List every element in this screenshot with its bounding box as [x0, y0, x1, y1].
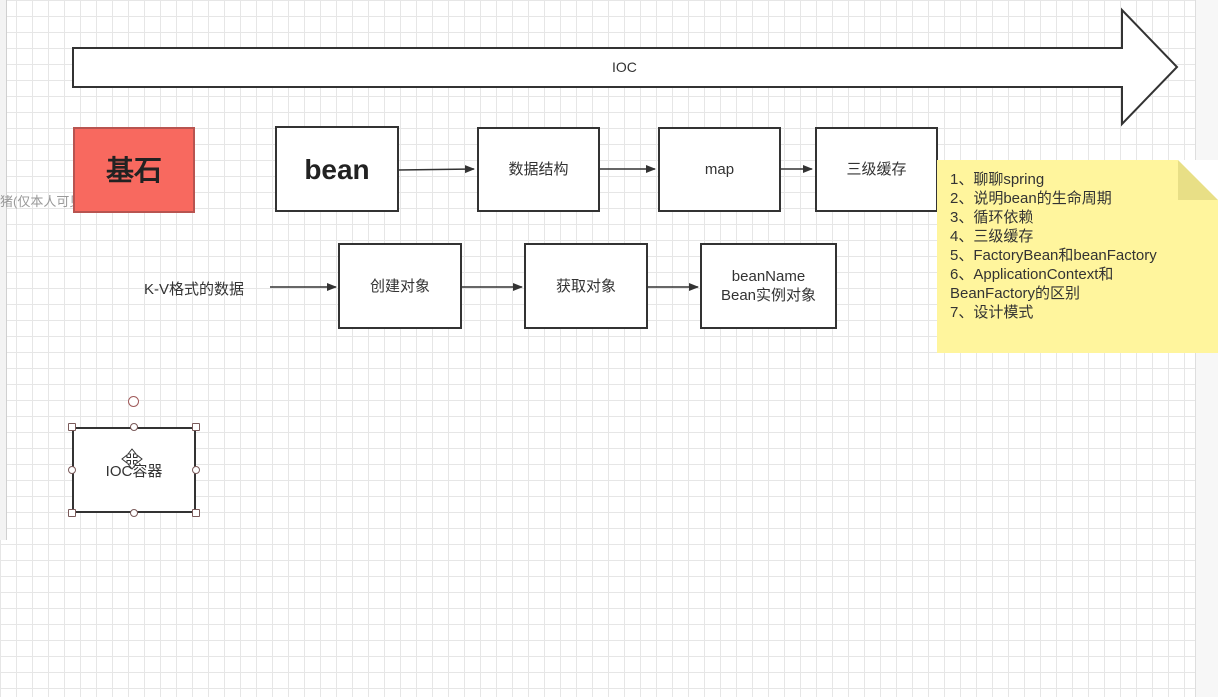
resize-handle-bottom[interactable] — [130, 509, 138, 517]
sticky-note[interactable]: 1、聊聊spring 2、说明bean的生命周期 3、循环依赖 4、三级缓存 5… — [937, 160, 1218, 353]
bean-node[interactable]: bean — [275, 126, 399, 212]
bean-instance-label: Bean实例对象 — [720, 287, 817, 304]
data-structure-node-label: 数据结构 — [508, 161, 569, 178]
foundation-node[interactable]: 基石 — [73, 127, 195, 213]
note-line: 2、说明bean的生命周期 — [950, 190, 1112, 207]
ioc-arrow-label: IOC — [612, 59, 637, 75]
get-object-node-label: 获取对象 — [555, 277, 616, 295]
data-structure-node[interactable]: 数据结构 — [477, 127, 600, 212]
create-object-node[interactable]: 创建对象 — [338, 243, 462, 329]
ioc-big-arrow[interactable] — [72, 7, 1179, 127]
ioc-container-label: IOC容器 — [105, 462, 163, 480]
map-node-label: map — [704, 161, 735, 178]
foundation-node-label: 基石 — [105, 154, 162, 186]
resize-handle-bottom-right[interactable] — [192, 509, 200, 517]
note-line: 6、ApplicationContext和 — [950, 266, 1114, 283]
note-line: BeanFactory的区别 — [950, 285, 1081, 302]
resize-handle-top[interactable] — [130, 423, 138, 431]
note-line: 5、FactoryBean和beanFactory — [950, 247, 1157, 264]
edge-bean-to-data-structure[interactable] — [397, 165, 475, 174]
get-object-node[interactable]: 获取对象 — [524, 243, 648, 329]
kv-data-label[interactable]: K-V格式的数据 — [144, 281, 245, 298]
three-level-cache-node-label: 三级缓存 — [846, 161, 907, 178]
rotate-handle-icon[interactable] — [128, 396, 139, 407]
create-object-node-label: 创建对象 — [369, 277, 430, 295]
resize-handle-left[interactable] — [68, 466, 76, 474]
resize-handle-top-left[interactable] — [68, 423, 76, 431]
note-line: 4、三级缓存 — [950, 228, 1034, 245]
bean-instance-text: beanName Bean实例对象 — [721, 267, 816, 305]
ioc-container-node[interactable]: IOC容器 — [72, 427, 196, 513]
resize-handle-top-right[interactable] — [192, 423, 200, 431]
move-cursor-icon — [121, 448, 143, 470]
map-node[interactable]: map — [658, 127, 781, 212]
partially-hidden-label: 猪(仅本人可见) — [0, 194, 87, 209]
three-level-cache-node[interactable]: 三级缓存 — [815, 127, 938, 212]
bean-node-label: bean — [304, 153, 370, 185]
resize-handle-bottom-left[interactable] — [68, 509, 76, 517]
resize-handle-right[interactable] — [192, 466, 200, 474]
note-line: 7、设计模式 — [950, 304, 1034, 321]
bean-instance-node[interactable]: beanName Bean实例对象 — [700, 243, 837, 329]
note-fold-corner — [1178, 160, 1218, 200]
note-line: 3、循环依赖 — [950, 209, 1034, 226]
left-panel-edge — [0, 0, 7, 540]
note-line: 1、聊聊spring — [950, 171, 1045, 188]
bean-name-label: beanName — [731, 268, 806, 285]
